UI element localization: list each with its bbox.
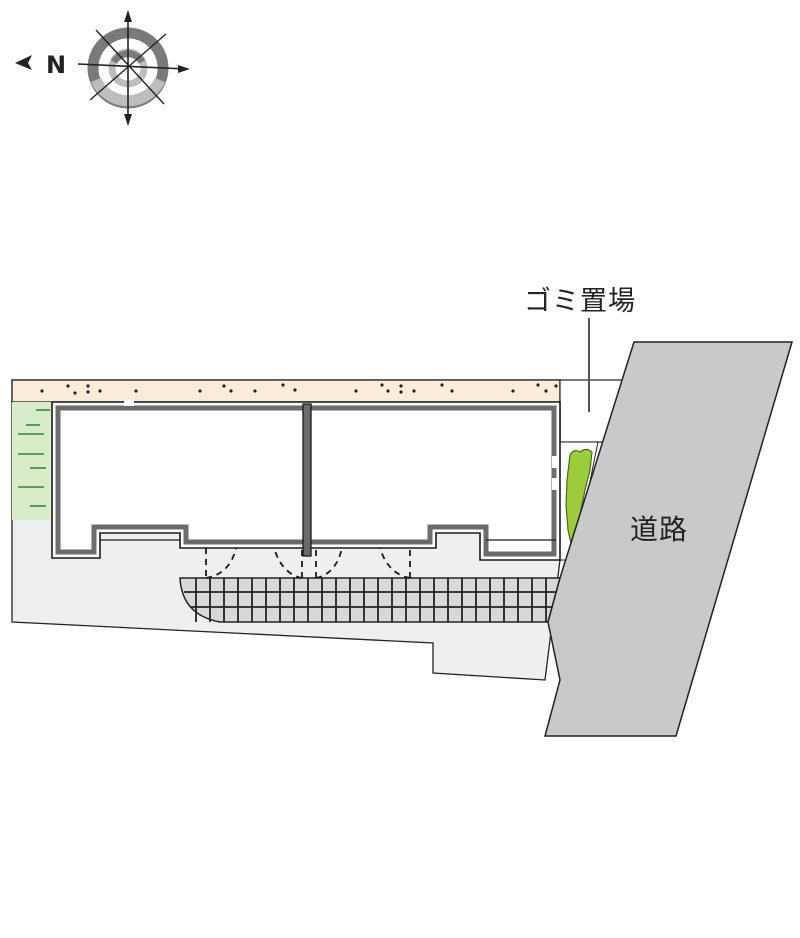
north-arrow-icon: N [15,51,66,79]
grass-marks [18,409,50,507]
door-swings [205,547,411,579]
paving-area [179,577,561,623]
garbage-area-label: ゴミ置場 [524,286,636,317]
window [552,478,558,490]
window [124,400,134,406]
road-label: 道路 [630,513,689,546]
lawn-area [12,402,52,520]
gravel-dots [40,383,558,395]
gravel-path [11,379,561,403]
compass-rose-icon [77,10,190,126]
party-wall [302,403,312,557]
road-area [544,341,794,737]
window [552,456,558,468]
north-label: N [46,51,66,79]
building [51,400,561,579]
